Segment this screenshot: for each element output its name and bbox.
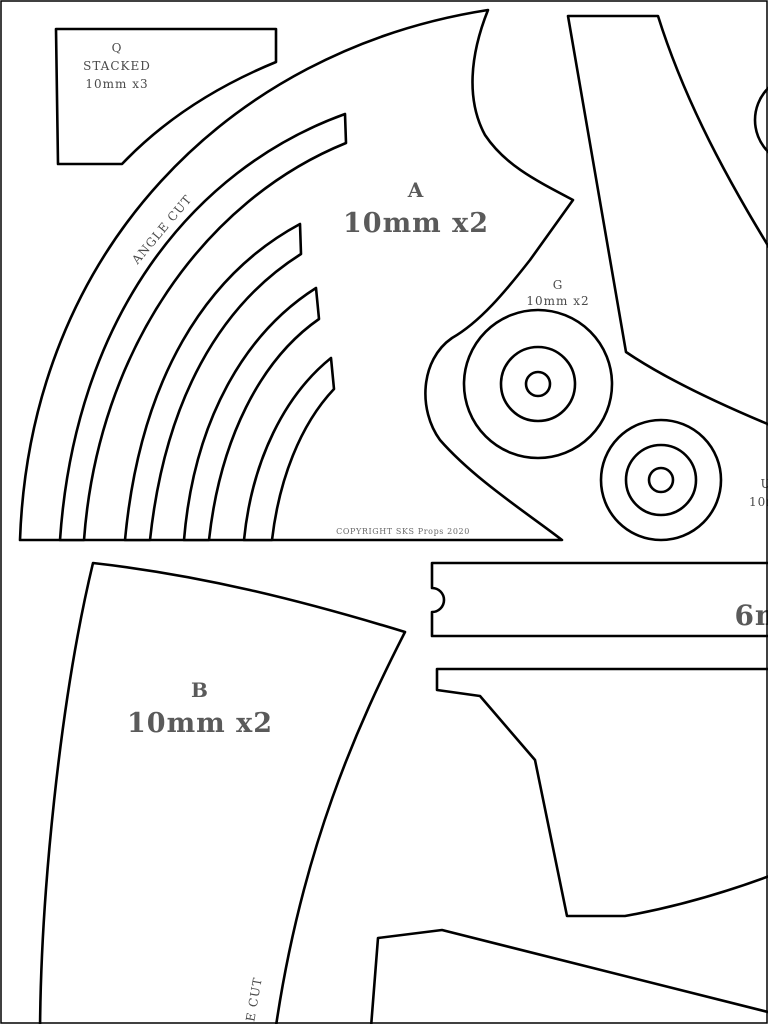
piece-g-qty: 10mm x2 — [526, 294, 589, 308]
piece-q-note: STACKED — [83, 59, 151, 73]
piece-a-qty: 10mm x2 — [343, 208, 489, 239]
piece-a-slot-4 — [242, 356, 336, 542]
piece-u-qty: 10mm — [749, 495, 768, 509]
piece-q-qty: 10mm x3 — [85, 77, 148, 91]
piece-upper-right — [566, 14, 768, 426]
piece-strip — [430, 561, 768, 638]
piece-a-letter: A — [407, 178, 425, 202]
piece-b-letter: B — [191, 678, 209, 702]
piece-a-slot-1 — [58, 112, 348, 542]
piece-bottom-right — [369, 928, 768, 1024]
piece-g-letter: G — [553, 278, 564, 292]
piece-b-qty: 10mm x2 — [127, 708, 273, 739]
piece-strip-qty: 6m — [734, 599, 768, 632]
piece-q-letter: Q — [112, 41, 123, 55]
piece-edge-circle — [753, 86, 768, 154]
piece-a-slot-3 — [182, 286, 321, 542]
piece-g-hole — [524, 370, 552, 398]
copyright-notice: COPYRIGHT SKS Props 2020 — [336, 527, 470, 536]
piece-a-slot-2 — [123, 222, 303, 542]
piece-u-letter: U — [760, 477, 768, 491]
piece-lower-right-arm — [435, 667, 768, 918]
piece-b — [38, 561, 407, 1024]
piece-u-hole — [647, 466, 675, 494]
piece-q — [54, 27, 278, 166]
